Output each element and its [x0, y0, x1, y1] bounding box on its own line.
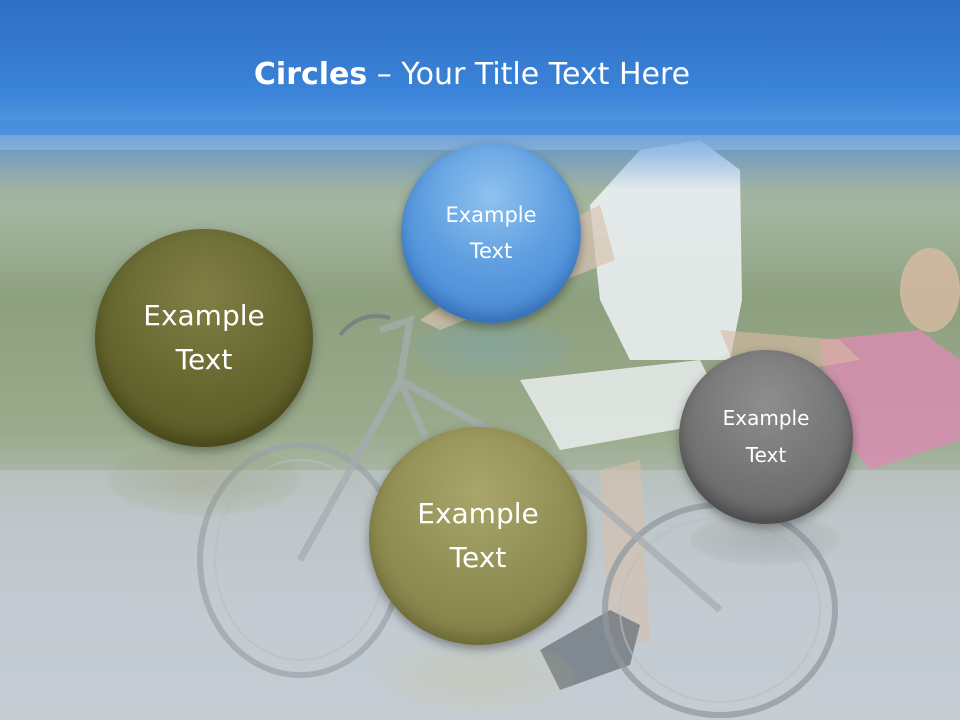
circle-gray[interactable]: Example Text [679, 350, 853, 524]
circle-blue[interactable]: Example Text [401, 143, 581, 323]
slide-title: Circles – Your Title Text Here [0, 55, 944, 95]
circle-reflection [108, 445, 300, 515]
title-rest: – Your Title Text Here [367, 57, 691, 92]
circle-dark-olive-label: Example Text [143, 299, 265, 376]
title-bold: Circles [253, 57, 368, 92]
circle-dark-olive[interactable]: Example Text [95, 229, 313, 447]
header-band [0, 0, 960, 135]
circle-light-olive-label: Example Text [417, 497, 539, 574]
circle-reflection [412, 318, 570, 378]
circle-blue-label: Example Text [445, 203, 537, 263]
circle-light-olive[interactable]: Example Text [369, 427, 587, 645]
circle-reflection [380, 640, 575, 710]
circle-gray-label: Example Text [722, 406, 810, 467]
